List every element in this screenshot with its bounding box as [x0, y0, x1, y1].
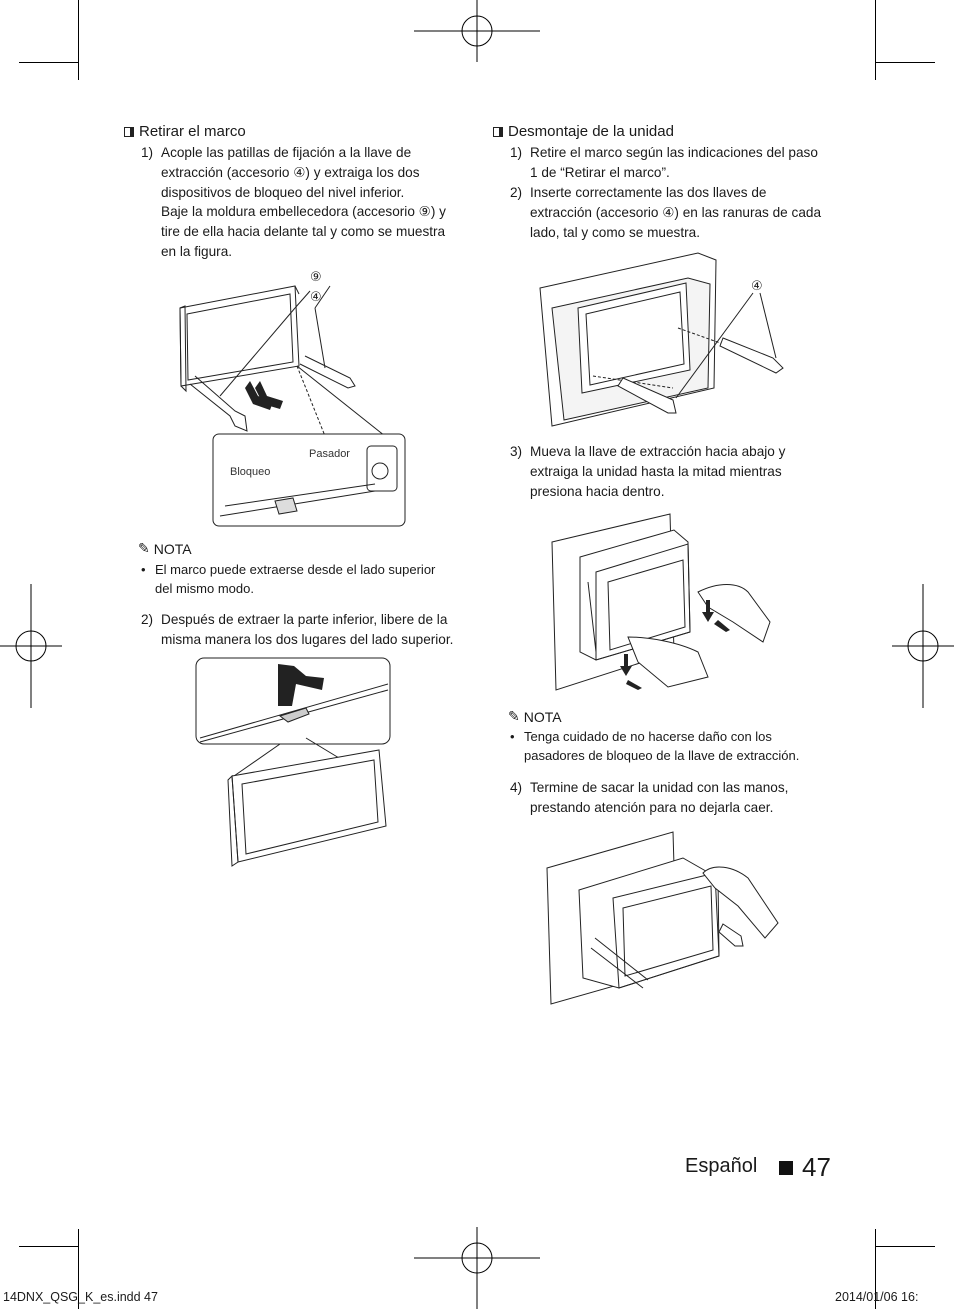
label-pasador: Pasador	[309, 448, 350, 460]
text-line: del mismo modo.	[155, 580, 254, 596]
text-line: Después de extraer la parte inferior, li…	[161, 612, 448, 627]
footer-language: Español	[685, 1155, 758, 1177]
text-line: en la figura.	[161, 243, 233, 259]
print-slug-file: 14DNX_QSG_K_es.indd 47	[3, 1290, 158, 1304]
print-slug-datetime: 2014/01/06 16:	[835, 1290, 919, 1304]
figure-upper-release	[194, 656, 392, 868]
section-title-retirar-marco: Retirar el marco	[124, 123, 246, 140]
figure-keys-inserted: ④	[538, 248, 788, 430]
label-accessory-4: ④	[310, 290, 322, 305]
text-line: Tenga cuidado de no hacerse daño con los	[524, 729, 772, 744]
pencil-note-icon: ✎	[138, 540, 150, 556]
text-line: Baje la moldura embellecedora (accesorio…	[161, 204, 446, 220]
label-accessory-9: ⑨	[310, 270, 322, 285]
section-square-icon	[493, 126, 503, 137]
text-line: extracción (accesorio ④) en las ranuras …	[530, 204, 821, 220]
label-bloqueo: Bloqueo	[230, 466, 270, 478]
figure-pull-halfway	[548, 512, 774, 694]
text-line: tire de ella hacia delante tal y como se…	[161, 224, 446, 240]
section-title-desmontaje: Desmontaje de la unidad	[493, 123, 674, 140]
text-line: misma manera los dos lugares del lado su…	[161, 631, 454, 647]
registration-mark-bottom	[414, 1227, 540, 1309]
text-line: extracción (accesorio ④) y extraiga los …	[161, 164, 420, 180]
label-accessory-4: ④	[751, 279, 763, 294]
text-line: presiona hacia dentro.	[530, 483, 665, 499]
figure-pull-by-hand	[543, 828, 781, 1006]
registration-mark-top	[414, 0, 540, 62]
section-square-icon	[124, 126, 134, 137]
registration-mark-left	[0, 584, 62, 708]
nota-heading-left: ✎ NOTA	[138, 540, 192, 557]
text-line: pasadores de bloqueo de la llave de extr…	[524, 747, 800, 763]
text-line: El marco puede extraerse desde el lado s…	[155, 562, 436, 577]
text-line: Acople las patillas de fijación a la lla…	[161, 145, 412, 160]
text-line: Inserte correctamente las dos llaves de	[530, 185, 767, 200]
registration-mark-right	[892, 584, 954, 708]
text-line: Retire el marco según las indicaciones d…	[530, 145, 818, 160]
text-line: extraiga la unidad hasta la mitad mientr…	[530, 463, 782, 479]
text-line: Mueva la llave de extracción hacia abajo…	[530, 444, 786, 459]
text-line: dispositivos de bloqueo del nivel inferi…	[161, 184, 405, 200]
footer-square-icon	[779, 1161, 793, 1175]
nota-heading-right: ✎ NOTA	[508, 708, 562, 725]
page-number: 47	[802, 1152, 831, 1182]
text-line: lado, tal y como se muestra.	[530, 224, 700, 240]
text-line: Termine de sacar la unidad con las manos…	[530, 780, 789, 795]
figure-frame-removal: ⑨ ④ Pasador Bloqueo	[175, 270, 407, 528]
text-line: prestando atención para no dejarla caer.	[530, 799, 774, 815]
pencil-note-icon: ✎	[508, 708, 520, 724]
text-line: 1 de “Retirar el marco”.	[530, 164, 670, 180]
